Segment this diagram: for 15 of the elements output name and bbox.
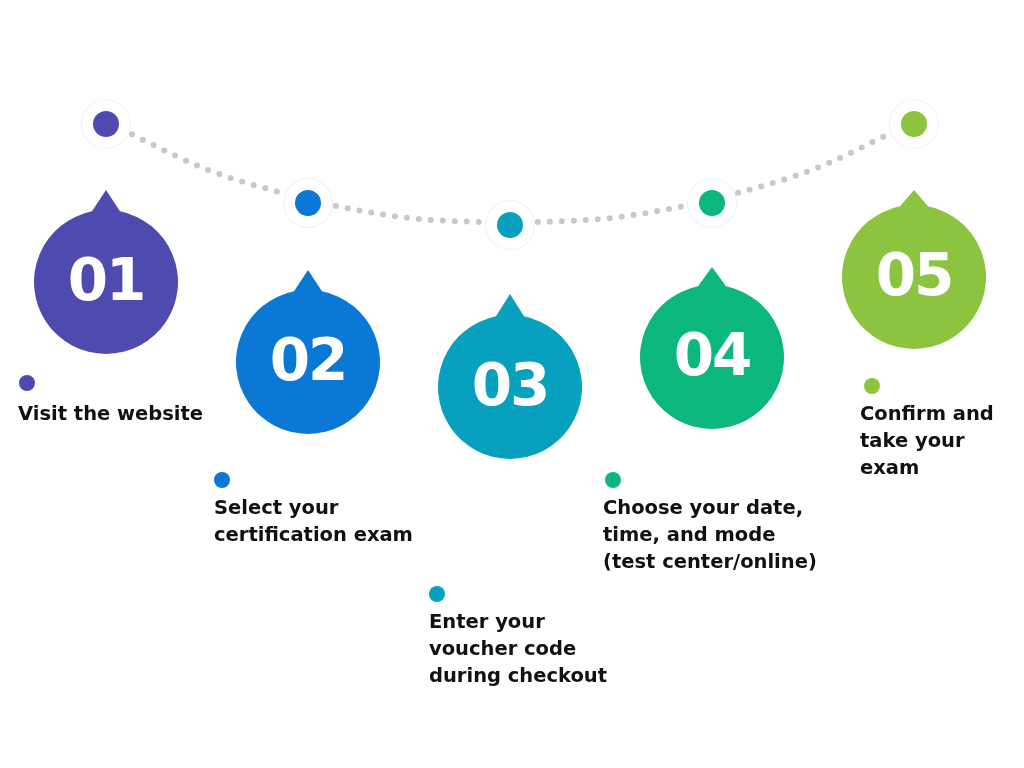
ring-dot-marker: [486, 201, 534, 249]
ring-dot-marker: [688, 179, 736, 227]
step-description: Choose your date, time, and mode (test center/online): [603, 495, 818, 575]
number-badge: 02: [236, 270, 380, 434]
ring-dot-marker: [890, 100, 938, 148]
ring-dot-marker: [284, 179, 332, 227]
number-badge: 01: [34, 190, 178, 354]
number-badge: 03: [438, 294, 582, 459]
number-badge: 04: [640, 267, 784, 429]
number-badge: 05: [842, 190, 986, 349]
ring-dot-marker: [82, 100, 130, 148]
step-description: Select your certification exam: [214, 495, 414, 548]
step-description: Enter your voucher code during checkout: [429, 609, 609, 689]
step-description: Confirm and take your exam: [860, 401, 995, 481]
step-description: Visit the website: [18, 401, 205, 427]
